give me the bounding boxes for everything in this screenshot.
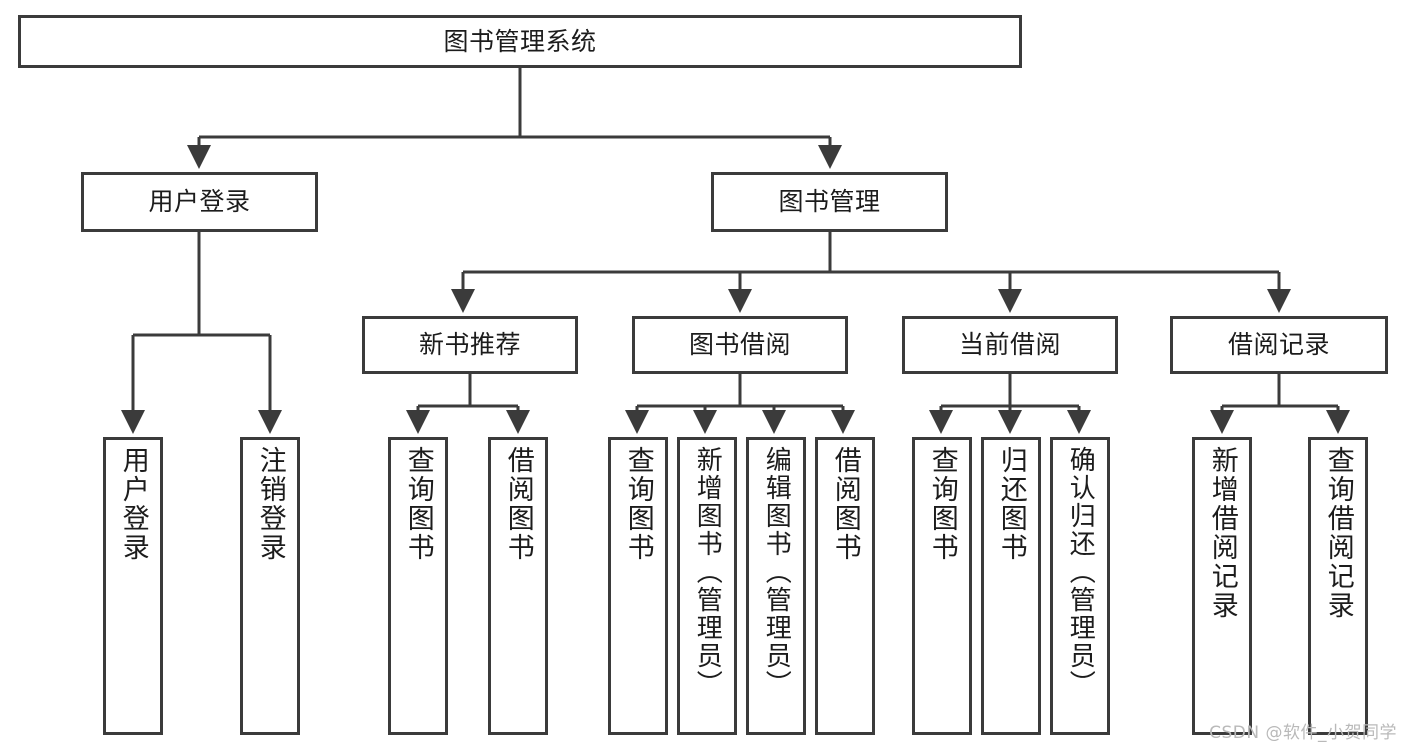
node-leaf-edit-book[interactable]: 编辑图书（管理员）: [746, 437, 806, 735]
node-label: 确认归还（管理员）: [1065, 446, 1096, 698]
node-leaf-borrow-book-1[interactable]: 借阅图书: [488, 437, 548, 735]
node-label: 编辑图书（管理员）: [761, 446, 792, 698]
node-label: 当前借阅: [958, 330, 1061, 360]
node-leaf-add-record[interactable]: 新增借阅记录: [1192, 437, 1252, 735]
node-leaf-return-book[interactable]: 归还图书: [981, 437, 1041, 735]
node-leaf-query-record[interactable]: 查询借阅记录: [1308, 437, 1368, 735]
node-label: 查询图书: [926, 446, 958, 562]
node-label: 图书管理系统: [443, 26, 597, 56]
node-label: 图书管理: [778, 187, 881, 217]
node-label: 查询借阅记录: [1322, 446, 1354, 620]
node-leaf-add-book[interactable]: 新增图书（管理员）: [677, 437, 737, 735]
node-book-management-system[interactable]: 图书管理系统: [18, 15, 1022, 68]
node-leaf-logout[interactable]: 注销登录: [240, 437, 300, 735]
node-leaf-confirm-return[interactable]: 确认归还（管理员）: [1050, 437, 1110, 735]
node-label: 新书推荐: [418, 330, 521, 360]
node-label: 归还图书: [995, 446, 1027, 562]
node-user-login[interactable]: 用户登录: [81, 172, 318, 232]
csdn-watermark: CSDN @软件_小贺同学: [1209, 723, 1397, 743]
node-new-book-recommend[interactable]: 新书推荐: [362, 316, 578, 374]
node-book-manage[interactable]: 图书管理: [711, 172, 948, 232]
node-leaf-borrow-book-2[interactable]: 借阅图书: [815, 437, 875, 735]
node-label: 图书借阅: [688, 330, 791, 360]
node-label: 注销登录: [254, 446, 286, 562]
node-leaf-user-login[interactable]: 用户登录: [103, 437, 163, 735]
node-book-borrow[interactable]: 图书借阅: [632, 316, 848, 374]
node-leaf-query-book-3[interactable]: 查询图书: [912, 437, 972, 735]
node-label: 用户登录: [117, 446, 149, 562]
node-label: 查询图书: [402, 446, 434, 562]
node-leaf-query-book-1[interactable]: 查询图书: [388, 437, 448, 735]
node-label: 查询图书: [622, 446, 654, 562]
node-leaf-query-book-2[interactable]: 查询图书: [608, 437, 668, 735]
node-label: 借阅图书: [829, 446, 861, 562]
node-label: 新增借阅记录: [1206, 446, 1238, 620]
node-current-borrow[interactable]: 当前借阅: [902, 316, 1118, 374]
node-borrow-record[interactable]: 借阅记录: [1170, 316, 1388, 374]
node-label: 借阅记录: [1227, 330, 1330, 360]
node-label: 借阅图书: [502, 446, 534, 562]
node-label: 新增图书（管理员）: [692, 446, 723, 698]
node-label: 用户登录: [148, 187, 251, 217]
